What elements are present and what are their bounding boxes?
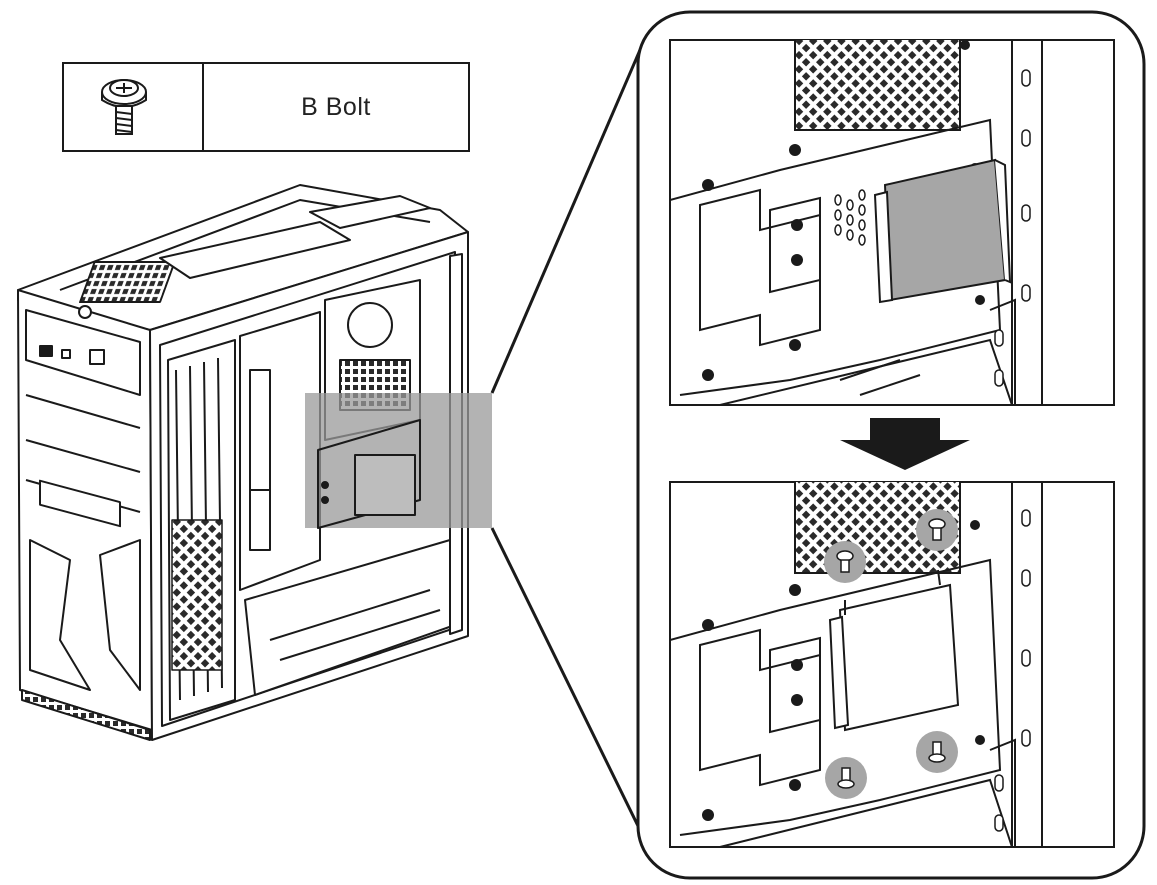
b-bolt-marker-bottom-right: [916, 731, 958, 773]
computer-case: [17, 184, 492, 741]
top-tray: [309, 195, 431, 229]
legend-icon-cell: [64, 64, 204, 150]
front-bottom-vent: [21, 689, 151, 741]
b-bolt-marker-top-left: [824, 541, 866, 583]
front-accent-left: [29, 539, 91, 691]
mesh-vent-top: [794, 40, 961, 131]
part-legend-box: B Bolt: [62, 62, 470, 152]
b-bolt-screw-icon: [101, 79, 147, 135]
ssd-drive-mounted: [838, 583, 960, 732]
ssd-drive-before: [883, 158, 1007, 302]
front-accent-right: [99, 539, 141, 691]
legend-part-label: B Bolt: [301, 92, 371, 121]
b-bolt-marker-bottom-left: [825, 757, 867, 799]
down-arrow-icon: [840, 418, 970, 470]
io-panel: [25, 309, 141, 396]
optical-bay: [39, 479, 121, 528]
top-vent-mesh: [79, 261, 176, 303]
callout-leader-lines: [490, 49, 642, 831]
detail-before-panel: [669, 39, 1115, 406]
mesh-vent-top-after: [794, 482, 961, 574]
expansion-slots: [167, 339, 236, 721]
ssd-small: [354, 454, 416, 516]
detail-after-panel: [669, 481, 1115, 848]
power-button: [78, 305, 92, 319]
b-bolt-marker-top-right: [916, 509, 958, 551]
